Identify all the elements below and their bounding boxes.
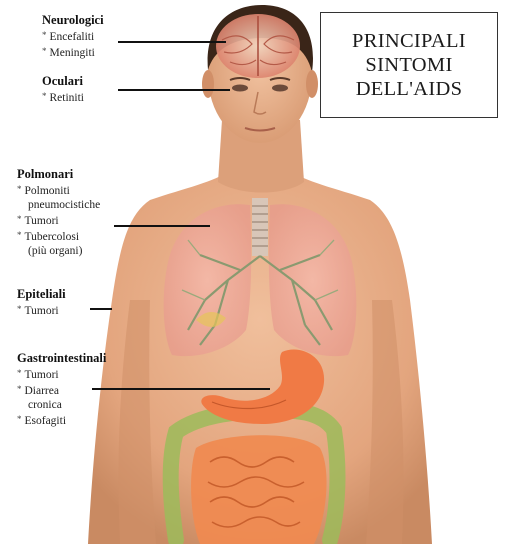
bullet-icon: *: [17, 304, 22, 314]
leader-line-neurologici: [118, 41, 226, 43]
symptom-item: *Tubercolosi: [17, 228, 100, 244]
bullet-icon: *: [17, 384, 22, 394]
group-heading: Gastrointestinali: [17, 351, 106, 366]
group-heading: Neurologici: [42, 13, 104, 28]
symptom-item: *Polmoniti: [17, 182, 100, 198]
leader-line-polmonari: [114, 225, 210, 227]
symptom-item: *Retiniti: [42, 89, 84, 105]
leader-line-oculari: [118, 89, 230, 91]
symptom-item: *Diarrea: [17, 382, 106, 398]
bullet-icon: *: [42, 30, 47, 40]
bullet-icon: *: [17, 368, 22, 378]
leader-line-gastrointestinali: [92, 388, 270, 390]
bullet-icon: *: [17, 214, 22, 224]
symptom-item-continuation: (più organi): [17, 244, 100, 258]
title-box: PRINCIPALI SINTOMI DELL'AIDS: [320, 12, 498, 118]
bullet-icon: *: [42, 46, 47, 56]
group-heading: Epiteliali: [17, 287, 66, 302]
bullet-icon: *: [42, 91, 47, 101]
group-heading: Oculari: [42, 74, 84, 89]
symptom-item: *Tumori: [17, 212, 100, 228]
group-neurologici: Neurologici *Encefaliti *Meningiti: [42, 13, 104, 60]
left-eye: [232, 85, 248, 92]
right-eye: [272, 85, 288, 92]
bullet-icon: *: [17, 184, 22, 194]
symptom-item: *Tumori: [17, 302, 66, 318]
group-polmonari: Polmonari *Polmoniti pneumocistiche *Tum…: [17, 167, 100, 258]
symptom-item: *Meningiti: [42, 44, 104, 60]
symptom-item-continuation: cronica: [17, 398, 106, 412]
title-line-3: DELL'AIDS: [356, 77, 463, 101]
group-oculari: Oculari *Retiniti: [42, 74, 84, 105]
title-line-2: SINTOMI: [365, 53, 452, 77]
title-line-1: PRINCIPALI: [352, 29, 466, 53]
group-epiteliali: Epiteliali *Tumori: [17, 287, 66, 318]
symptom-item: *Esofagiti: [17, 412, 106, 428]
leader-line-epiteliali: [90, 308, 112, 310]
bullet-icon: *: [17, 230, 22, 240]
group-heading: Polmonari: [17, 167, 100, 182]
symptom-item-continuation: pneumocistiche: [17, 198, 100, 212]
symptom-item: *Encefaliti: [42, 28, 104, 44]
bullet-icon: *: [17, 414, 22, 424]
brain-organ: [216, 14, 300, 78]
symptom-item: *Tumori: [17, 366, 106, 382]
